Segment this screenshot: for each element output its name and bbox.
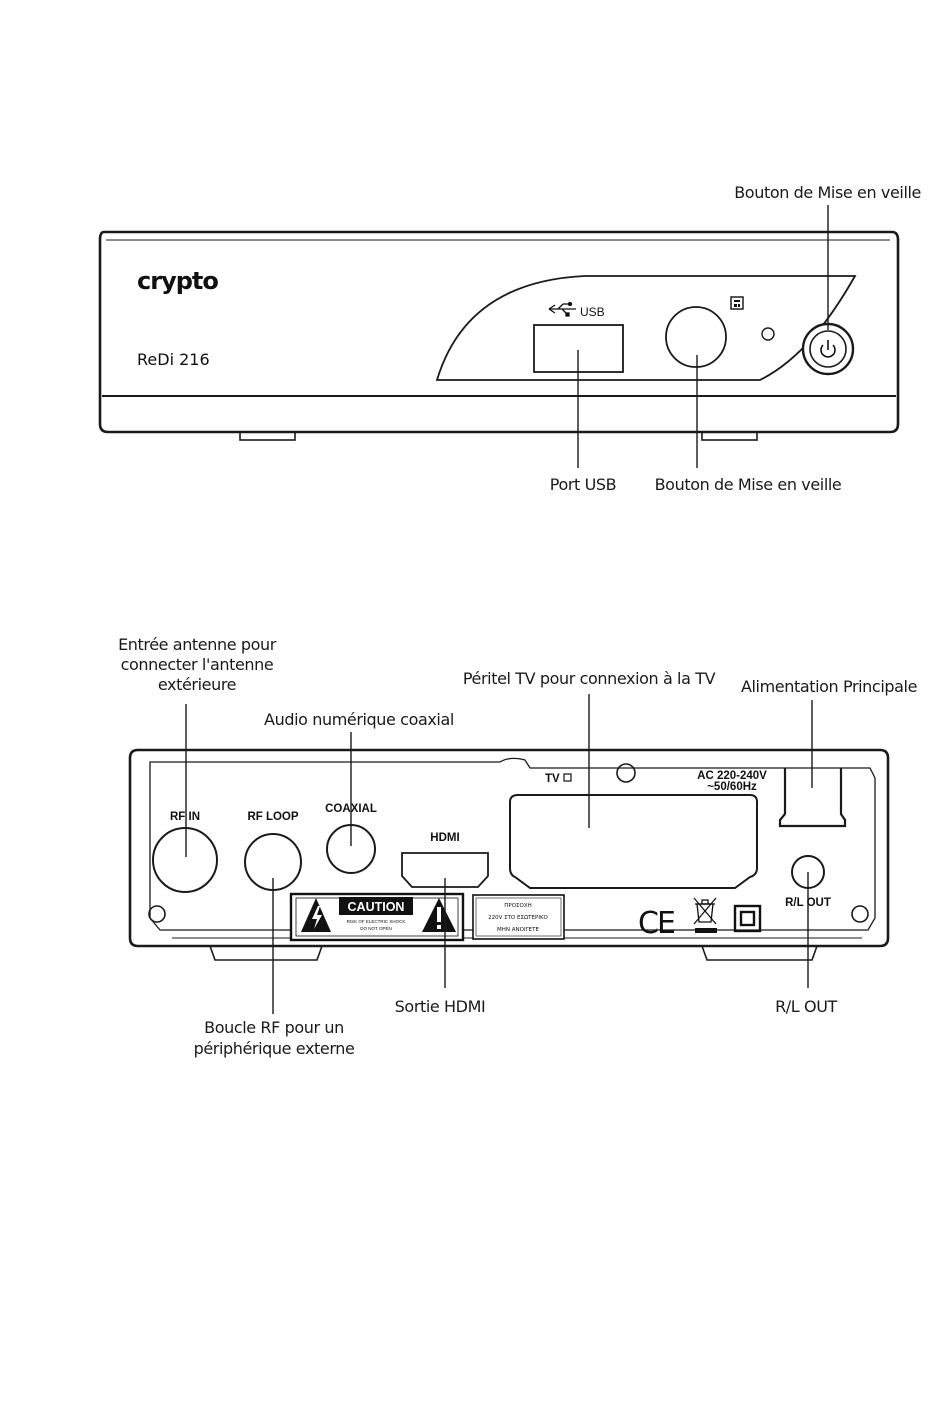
usb-label: USB [580, 305, 605, 319]
greek-line1: ΠΡΟΣΟΧΗ [504, 903, 532, 909]
brand-logo: crypto [137, 267, 218, 295]
back-foot-right [701, 945, 818, 961]
callout-antenna-line3: extérieure [158, 675, 236, 694]
callout-standby-bottom: Bouton de Mise en veille [655, 475, 842, 494]
caution-sub2: DO NOT OPEN [360, 926, 391, 931]
double-insulation-icon [733, 904, 762, 933]
callout-usb-port: Port USB [550, 475, 616, 494]
back-foot-left [209, 945, 323, 961]
label-tv: TV [545, 773, 560, 785]
front-panel: crypto ReDi 216 USB [98, 183, 921, 494]
callout-rl-out: R/L OUT [775, 997, 837, 1016]
label-hz: ~50/60Hz [707, 781, 757, 793]
tv-square-icon [563, 773, 572, 782]
ir-icon [730, 296, 744, 310]
callout-antenna-line2: connecter l'antenne [121, 655, 274, 674]
callout-rf-loop-line1: Boucle RF pour un [204, 1018, 344, 1037]
callout-standby-top: Bouton de Mise en veille [734, 183, 921, 202]
ir-sensor-window [665, 306, 727, 368]
back-inner-chassis [149, 757, 876, 931]
rf-in-connector [152, 827, 218, 893]
greek-line3: ΜΗΝ ΑΝΟΙΓΕΤΕ [497, 927, 539, 933]
hdmi-port [401, 852, 489, 888]
weee-bin-icon [693, 897, 717, 933]
power-cable-entry [778, 768, 847, 828]
callout-coax: Audio numérique coaxial [264, 710, 454, 729]
greek-warning-label: ΠΡΟΣΟΧΗ 220V ΣΤΟ ΕΣΩΤΕΡΙΚΟ ΜΗΝ ΑΝΟΙΓΕΤΕ [472, 894, 565, 940]
caution-label: CAUTION RISK OF ELECTRIC SHOCK DO NOT OP… [289, 892, 465, 942]
scart-connector [509, 794, 758, 889]
caution-sub1: RISK OF ELECTRIC SHOCK [347, 919, 406, 924]
label-rf-loop: RF LOOP [247, 811, 298, 823]
callout-rf-loop-line2: périphérique externe [194, 1039, 355, 1058]
callout-peritel: Péritel TV pour connexion à la TV [463, 669, 716, 688]
callout-antenna-line1: Entrée antenne pour [118, 635, 277, 654]
callout-power: Alimentation Principale [741, 677, 917, 696]
screw-left [148, 905, 166, 923]
standby-led [761, 327, 775, 341]
greek-line2: 220V ΣΤΟ ΕΣΩΤΕΡΙΚΟ [488, 915, 548, 921]
label-rf-in: RF IN [170, 811, 200, 823]
screw-right [851, 905, 869, 923]
usb-icon [548, 301, 576, 317]
label-hdmi: HDMI [430, 832, 459, 844]
front-body [98, 230, 900, 434]
caution-title: CAUTION [348, 900, 405, 914]
screw-top [616, 763, 636, 783]
front-curved-window [435, 275, 857, 381]
back-panel: RF IN RF LOOP COAXIAL HDMI TV AC 220-240… [118, 635, 917, 1058]
power-icon [820, 340, 836, 358]
model-name: ReDi 216 [137, 350, 210, 369]
callout-hdmi-out: Sortie HDMI [395, 997, 486, 1016]
ce-mark: CE [638, 906, 675, 941]
label-ac: AC 220-240V [697, 770, 767, 782]
